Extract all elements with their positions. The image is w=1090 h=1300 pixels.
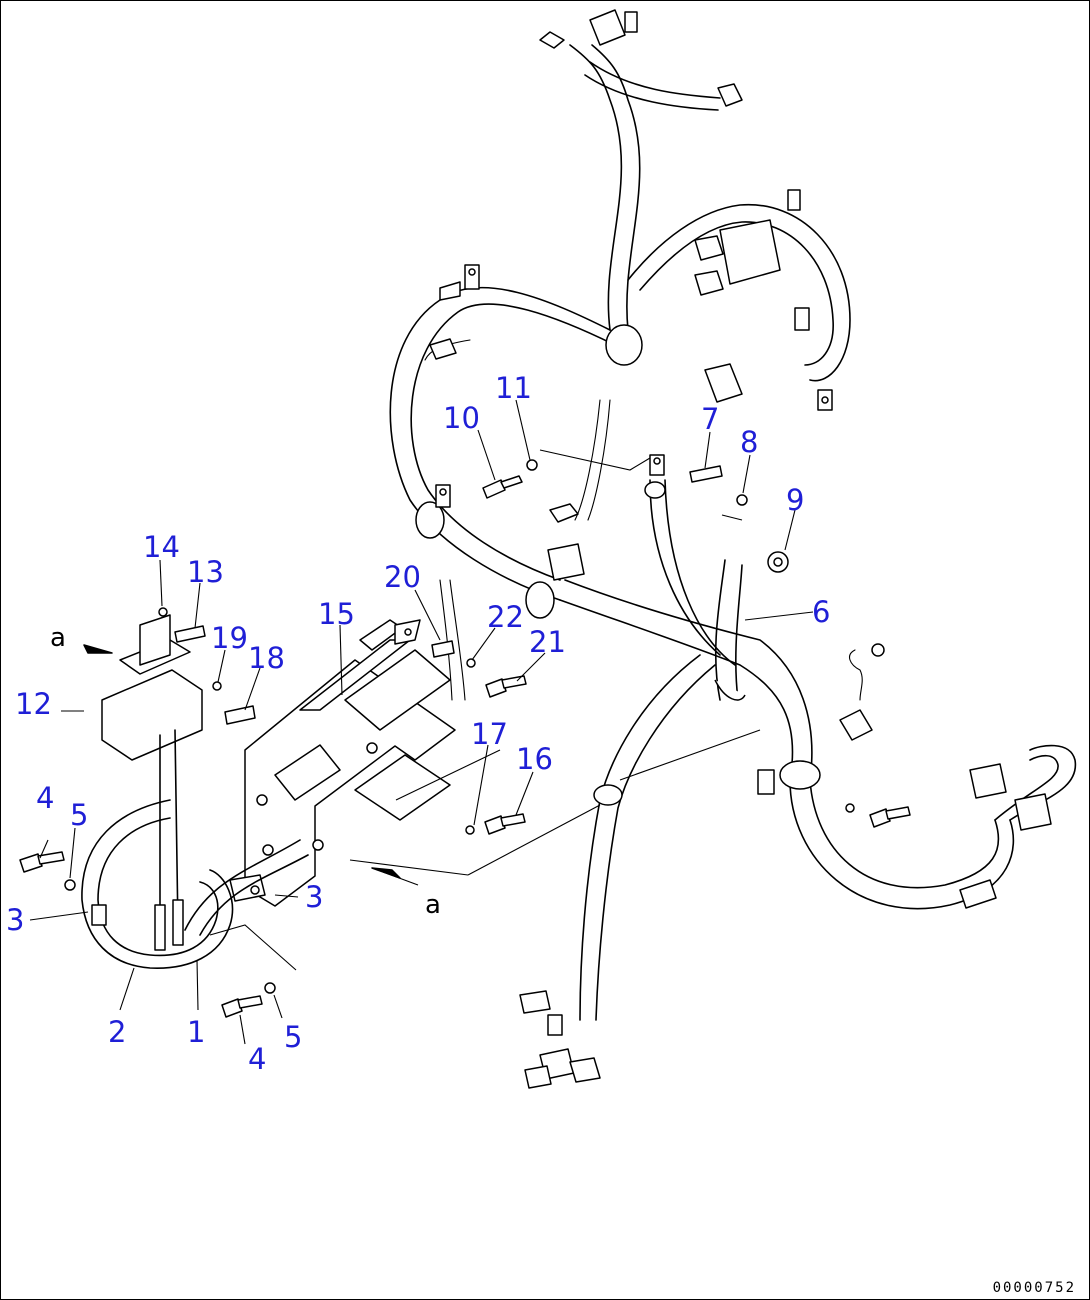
callout-18: 18	[248, 641, 285, 675]
callout-15: 15	[318, 597, 355, 631]
callout-7: 7	[701, 402, 720, 436]
callout-12: 12	[15, 687, 52, 721]
callout-4: 4	[36, 781, 55, 815]
callout-2: 2	[108, 1015, 127, 1049]
callout-11: 11	[495, 371, 532, 405]
relay-assembly	[81, 614, 309, 969]
leader-lines	[29, 399, 814, 1045]
callout-21: 21	[529, 625, 566, 659]
fasteners	[19, 459, 911, 1018]
callout-5: 5	[70, 798, 89, 832]
harness-clamps	[415, 281, 997, 909]
mounting-bracket	[244, 619, 456, 907]
main-harness	[389, 44, 1077, 1021]
callout-10: 10	[443, 401, 480, 435]
callout-3: 3	[6, 903, 25, 937]
callout-4: 4	[248, 1042, 267, 1076]
callout-1: 1	[187, 1015, 206, 1049]
drawing-code: 00000752	[992, 1280, 1076, 1296]
callout-17: 17	[471, 717, 508, 751]
view-marker-upper: a	[50, 623, 66, 653]
callout-19: 19	[211, 621, 248, 655]
callout-22: 22	[487, 600, 524, 634]
callout-14: 14	[143, 530, 180, 564]
view-arrows	[83, 644, 419, 886]
callout-5: 5	[284, 1020, 303, 1054]
callout-8: 8	[740, 425, 759, 459]
callout-20: 20	[384, 560, 421, 594]
callout-9: 9	[786, 483, 805, 517]
connectors	[429, 9, 1052, 1089]
ring-terminals	[435, 11, 885, 1036]
callout-16: 16	[516, 742, 553, 776]
callout-3: 3	[305, 880, 324, 914]
callout-6: 6	[812, 595, 831, 629]
view-marker-lower: a	[425, 890, 441, 920]
callout-13: 13	[187, 555, 224, 589]
